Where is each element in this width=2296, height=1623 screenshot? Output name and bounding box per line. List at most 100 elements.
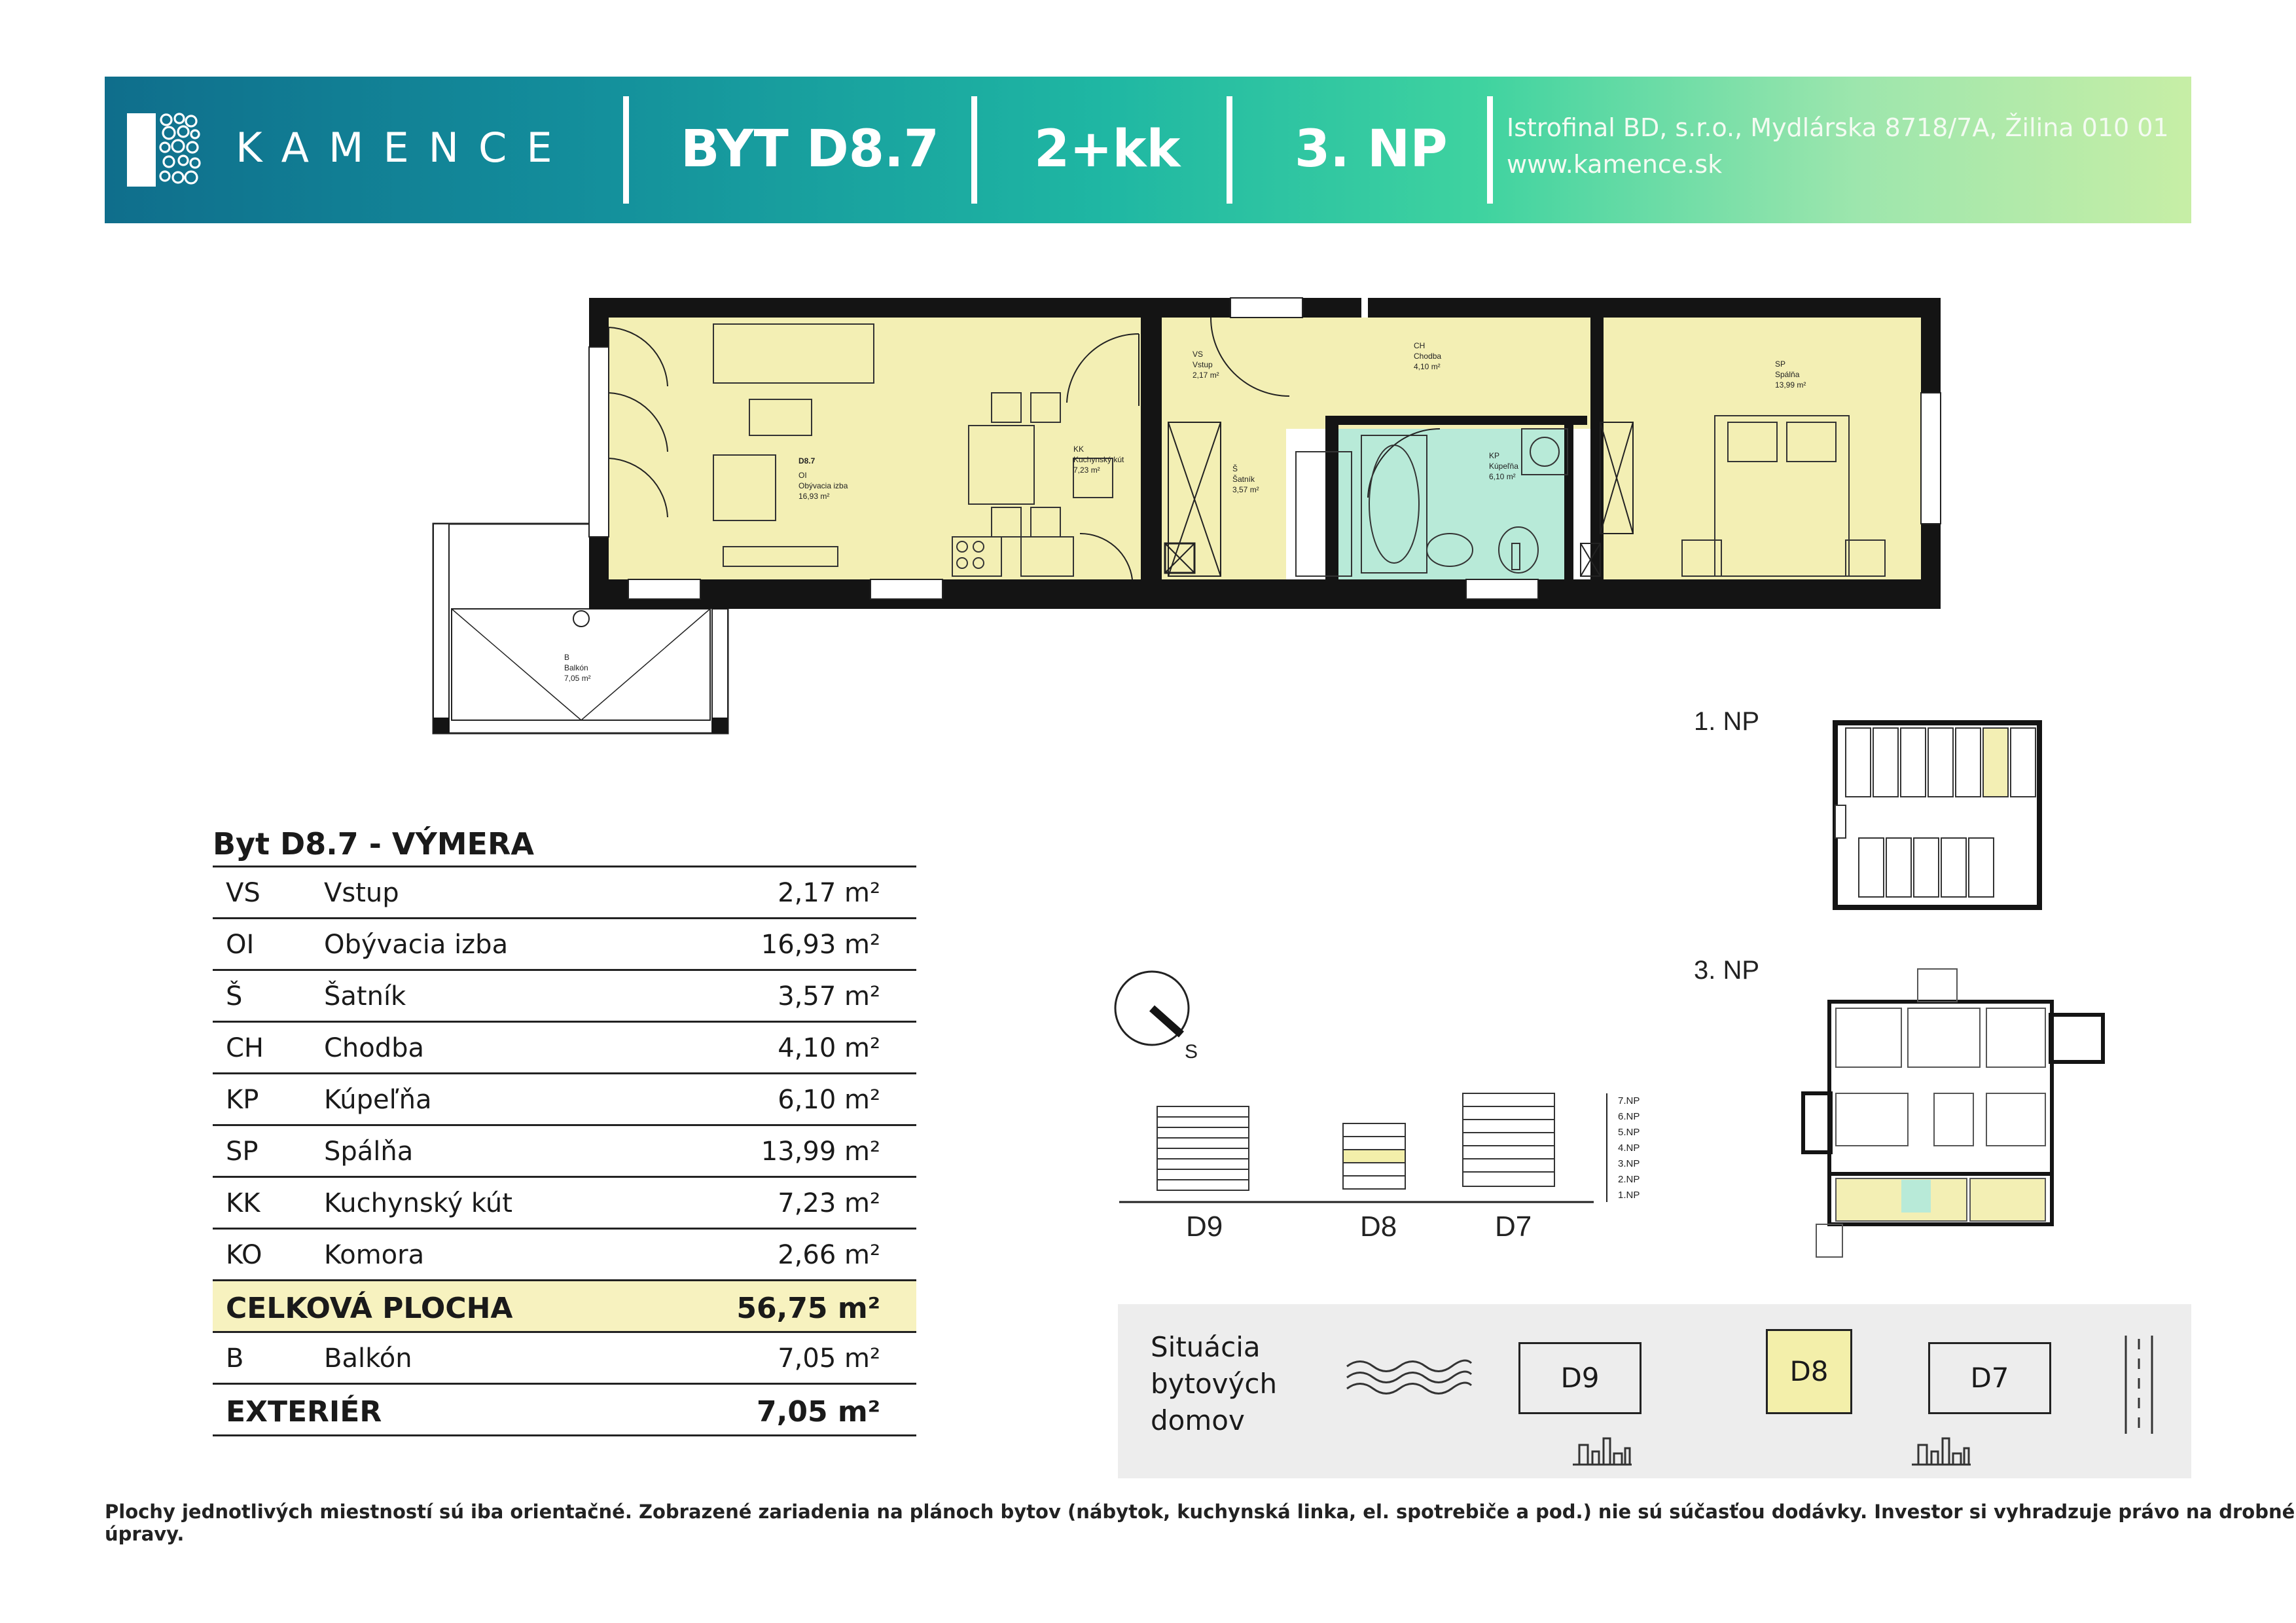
row-code: OI — [226, 930, 255, 960]
row-area: 2,66 m² — [778, 1240, 880, 1270]
room-area: 6,10 m² — [1489, 472, 1516, 481]
table-row: VS Vstup 2,17 m² — [213, 866, 916, 917]
brand-name: KAMENCE — [236, 124, 572, 172]
table-row: B Balkón 7,05 m² — [213, 1333, 916, 1383]
building-d7: D7 — [1928, 1342, 2051, 1414]
room-name: Kuchynský kút — [1073, 455, 1124, 464]
building-label: D8 — [1360, 1211, 1397, 1243]
building-label: D7 — [1495, 1211, 1532, 1243]
exterior-area: 7,05 m² — [757, 1395, 880, 1429]
floor-label: 1.NP — [1618, 1190, 1640, 1201]
row-code: KO — [226, 1240, 262, 1270]
row-area: 4,10 m² — [778, 1033, 880, 1063]
header-banner: KAMENCE BYT D8.7 2+kk 3. NP Istrofinal B… — [105, 77, 2191, 223]
row-area: 7,23 m² — [778, 1188, 880, 1218]
row-name: Šatník — [324, 981, 406, 1012]
header-divider — [1227, 96, 1232, 204]
row-name: Vstup — [324, 878, 399, 908]
table-title: Byt D8.7 - VÝMERA — [213, 826, 534, 862]
row-code: KP — [226, 1085, 259, 1115]
elevation-diagram: 7.NP 6.NP 5.NP 4.NP 3.NP 2.NP 1.NP D9 D8… — [1119, 1093, 1640, 1243]
keyplan-3np-label: 3. NP — [1694, 956, 1760, 985]
row-name: Kúpeľňa — [324, 1085, 432, 1115]
table-row: KO Komora 2,66 m² — [213, 1228, 916, 1279]
floor-label: 6.NP — [1618, 1111, 1640, 1122]
site-plan-title-line: bytových — [1151, 1368, 1278, 1400]
road-icon — [2125, 1336, 2153, 1434]
room-area: 13,99 m² — [1775, 380, 1806, 390]
table-row: KK Kuchynský kút 7,23 m² — [213, 1176, 916, 1228]
unit-layout: 2+kk — [1034, 120, 1181, 179]
room-area: 16,93 m² — [798, 492, 829, 501]
row-area: 2,17 m² — [778, 878, 880, 908]
unit-floor: 3. NP — [1295, 120, 1448, 179]
keyplan-3np — [1801, 968, 2105, 1258]
keyplan-1np — [1833, 720, 2042, 910]
building-d8: D8 — [1766, 1329, 1852, 1414]
row-name: Balkón — [324, 1343, 412, 1374]
room-area: 3,57 m² — [1232, 485, 1259, 494]
room-bathroom — [1338, 429, 1564, 579]
header-divider — [1487, 96, 1493, 204]
row-area: 6,10 m² — [778, 1085, 880, 1115]
room-area: 2,17 m² — [1193, 371, 1219, 380]
room-name: Vstup — [1193, 360, 1213, 369]
row-code: VS — [226, 878, 260, 908]
room-corridor — [1286, 318, 1590, 429]
row-name: Spálňa — [324, 1137, 414, 1167]
row-code: B — [226, 1343, 244, 1374]
kamence-logo-icon — [124, 111, 203, 189]
room-area: 7,23 m² — [1073, 465, 1100, 475]
room-code: Š — [1232, 464, 1238, 473]
compass-label: S — [1185, 1041, 1198, 1061]
room-name: Chodba — [1414, 352, 1441, 361]
company-address: Istrofinal BD, s.r.o., Mydlárska 8718/7A… — [1507, 113, 2169, 142]
room-code: OI — [798, 471, 807, 480]
row-name: Kuchynský kút — [324, 1188, 512, 1218]
room-name: Šatník — [1232, 474, 1255, 484]
row-area: 7,05 m² — [778, 1343, 880, 1374]
room-area: 4,10 m² — [1414, 362, 1441, 371]
elevation-highlight — [1342, 1149, 1406, 1163]
site-plan-panel: Situácia bytových domov D9 D8 D7 — [1118, 1304, 2191, 1478]
row-code: Š — [226, 981, 243, 1012]
room-name: Spálňa — [1775, 370, 1800, 379]
compass-icon: S — [1114, 970, 1198, 1061]
floor-label: 4.NP — [1618, 1142, 1640, 1154]
table-row: SP Spálňa 13,99 m² — [213, 1124, 916, 1176]
row-area: 16,93 m² — [761, 930, 880, 960]
unit-id-label: D8.7 — [798, 456, 816, 465]
room-bedroom — [1604, 318, 1921, 579]
header-divider — [971, 96, 977, 204]
room-code: B — [564, 653, 569, 662]
building-d9: D9 — [1518, 1342, 1641, 1414]
windows — [588, 297, 1941, 600]
row-code: SP — [226, 1137, 259, 1167]
room-name: Kúpeľňa — [1489, 462, 1518, 471]
row-area: 13,99 m² — [761, 1137, 880, 1167]
header-divider — [623, 96, 629, 204]
river-icon — [1346, 1359, 1473, 1395]
table-row: Š Šatník 3,57 m² — [213, 969, 916, 1021]
doors — [608, 317, 1441, 580]
row-name: Komora — [324, 1240, 425, 1270]
furniture — [713, 323, 1886, 577]
site-plan-title-line: Situácia — [1151, 1331, 1261, 1363]
balcony — [432, 522, 729, 735]
floor-label: 3.NP — [1618, 1158, 1640, 1169]
exterior-label: EXTERIÉR — [226, 1395, 382, 1429]
city-icon — [1573, 1437, 1632, 1466]
row-area: 3,57 m² — [778, 981, 880, 1012]
building-label: D9 — [1186, 1211, 1223, 1243]
floor-plan: D8.7 OI Obývacia izba 16,93 m² KK Kuchyn… — [432, 297, 1941, 735]
room-code: VS — [1193, 350, 1203, 359]
row-code: KK — [226, 1188, 260, 1218]
room-code: SP — [1775, 359, 1785, 369]
room-living — [609, 318, 926, 579]
total-area: 56,75 m² — [736, 1292, 880, 1325]
wardrobes — [1164, 422, 1634, 577]
